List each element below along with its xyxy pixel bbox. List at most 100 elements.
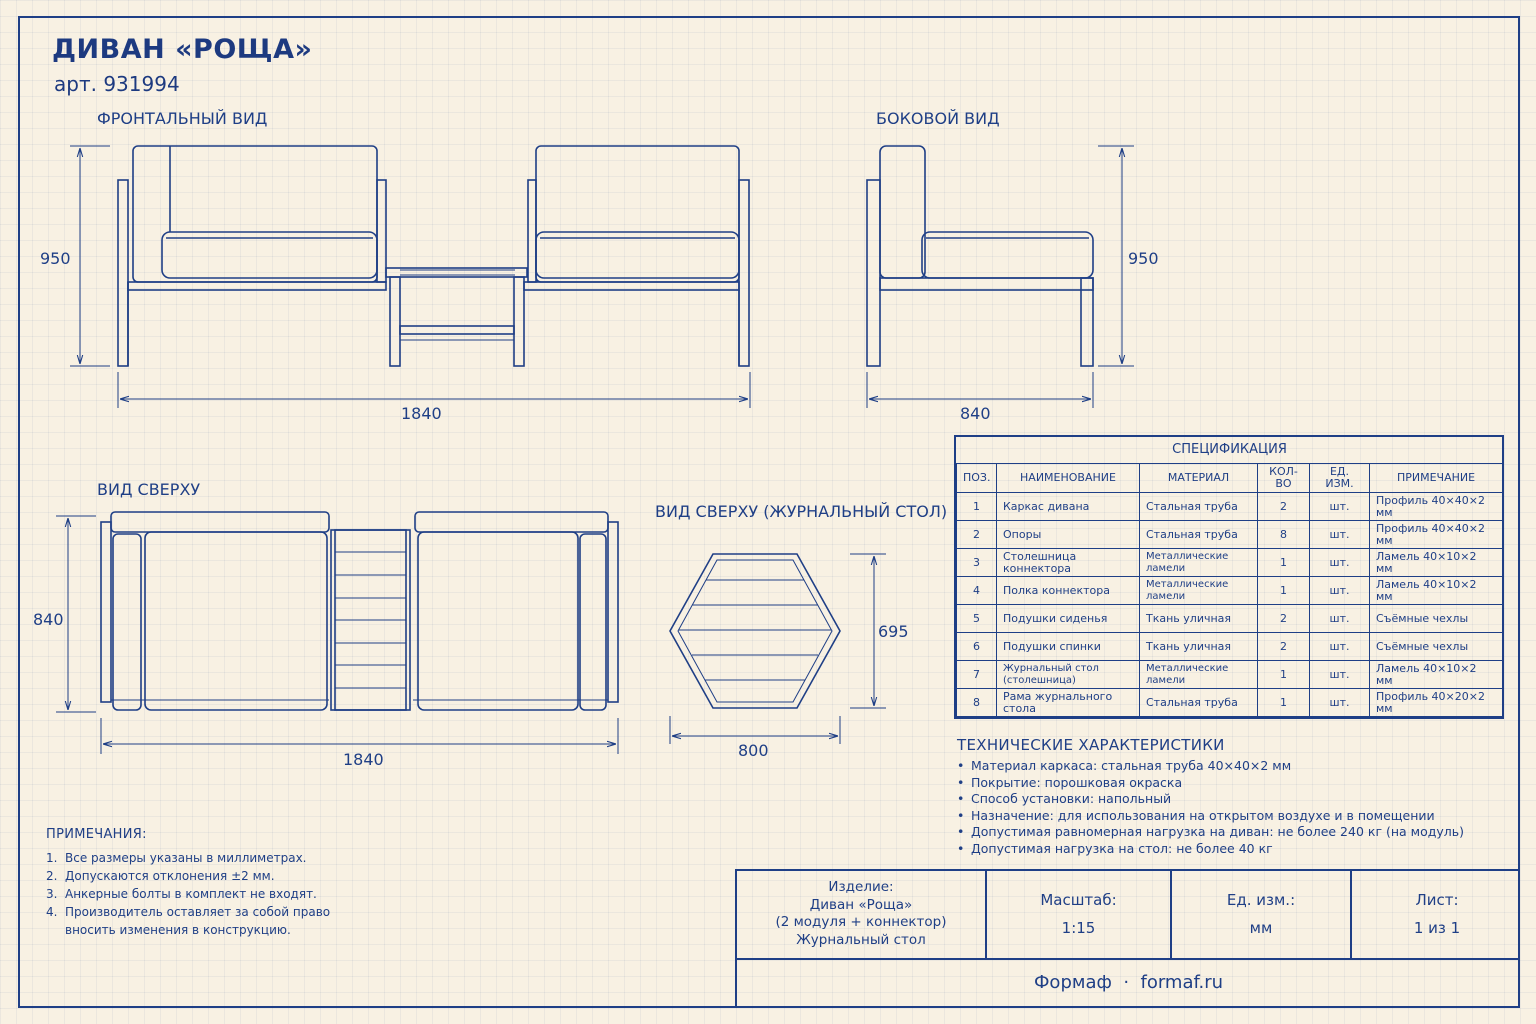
sheet-value: 1 из 1 xyxy=(1413,919,1461,937)
spec-cell: 1 xyxy=(1257,576,1310,605)
tech-item: Назначение: для использования на открыто… xyxy=(957,808,1464,825)
title-block-scale: Масштаб: 1:15 xyxy=(987,871,1172,958)
note-item: 2.Допускаются отклонения ±2 мм. xyxy=(46,867,346,885)
drawing-frame xyxy=(18,16,1520,1008)
tech-item: Материал каркаса: стальная труба 40×40×2… xyxy=(957,758,1464,775)
spec-cell: шт. xyxy=(1309,604,1370,633)
side-view-drawing xyxy=(866,145,1134,408)
spec-cell: Ламель 40×10×2 мм xyxy=(1368,660,1504,689)
spec-cell: Съёмные чехлы xyxy=(1368,632,1504,661)
spec-cell: 2 xyxy=(1257,632,1310,661)
spec-cell: Ткань уличная xyxy=(1139,632,1258,661)
spec-caption: СПЕЦИФИКАЦИЯ xyxy=(956,437,1503,464)
spec-cell: 5 xyxy=(956,604,997,633)
spec-header: ПОЗ. xyxy=(956,463,997,493)
table-top-view-label: ВИД СВЕРХУ (ЖУРНАЛЬНЫЙ СТОЛ) xyxy=(655,502,948,521)
spec-row: 2 Опоры Стальная труба 8 шт. Профиль 40×… xyxy=(956,520,1504,549)
tech-item: Допустимая нагрузка на стол: не более 40… xyxy=(957,841,1464,858)
tech-characteristics-list: Материал каркаса: стальная труба 40×40×2… xyxy=(957,758,1464,857)
table-top-view-drawing xyxy=(669,553,886,744)
spec-header: ЕД. ИЗМ. xyxy=(1309,463,1370,493)
tech-item: Способ установки: напольный xyxy=(957,791,1464,808)
spec-row: 5 Подушки сиденья Ткань уличная 2 шт. Съ… xyxy=(956,604,1504,633)
notes-list: 1. Все размеры указаны в миллиметрах. 2.Д… xyxy=(46,849,346,939)
note-number: 3. xyxy=(46,887,58,901)
spec-cell: Металлические ламели xyxy=(1139,548,1258,577)
spec-cell: шт. xyxy=(1309,520,1370,549)
top-depth-dimension: 840 xyxy=(33,610,64,629)
front-height-dimension: 950 xyxy=(40,249,71,268)
title-block-sheet: Лист: 1 из 1 xyxy=(1352,871,1522,958)
spec-row: 1 Каркас дивана Стальная труба 2 шт. Про… xyxy=(956,492,1504,521)
front-width-dimension: 1840 xyxy=(401,404,442,423)
note-number: 4. xyxy=(46,905,58,919)
note-text: Все размеры указаны в миллиметрах. xyxy=(65,851,307,865)
title-block: Изделие: Диван «Роща» (2 модуля + коннек… xyxy=(735,869,1520,1008)
spec-cell: 1 xyxy=(1257,688,1310,717)
spec-cell: 7 xyxy=(956,660,997,689)
manufacturer-footer: Формаф · formaf.ru xyxy=(737,958,1520,1008)
spec-cell: Стальная труба xyxy=(1139,492,1258,521)
spec-cell: Стальная труба xyxy=(1139,688,1258,717)
spec-cell: Металлические ламели xyxy=(1139,576,1258,605)
spec-cell: Металлические ламели xyxy=(1139,660,1258,689)
article-number: арт. 931994 xyxy=(54,72,180,96)
note-number: 1. xyxy=(46,851,58,865)
top-view-label: ВИД СВЕРХУ xyxy=(97,480,201,499)
spec-cell: шт. xyxy=(1309,492,1370,521)
spec-cell: Каркас дивана xyxy=(996,492,1140,521)
spec-cell: 8 xyxy=(1257,520,1310,549)
side-view-label: БОКОВОЙ ВИД xyxy=(876,109,1000,128)
spec-cell: Подушки спинки xyxy=(996,632,1140,661)
spec-cell: Профиль 40×40×2 мм xyxy=(1368,492,1504,521)
unit-label: Ед. изм.: xyxy=(1226,891,1296,909)
spec-header: МАТЕРИАЛ xyxy=(1139,463,1258,493)
side-depth-dimension: 840 xyxy=(960,404,991,423)
note-item: 3. Анкерные болты в комплект не входят. xyxy=(46,885,346,903)
spec-cell: шт. xyxy=(1309,576,1370,605)
top-view-drawing xyxy=(56,511,619,754)
note-item: 4. Производитель оставляет за собой право… xyxy=(46,903,346,939)
title-block-product: Изделие: Диван «Роща» (2 модуля + коннек… xyxy=(737,871,987,958)
tech-item: Покрытие: порошковая окраска xyxy=(957,775,1464,792)
spec-header-row: ПОЗ. НАИМЕНОВАНИЕ МАТЕРИАЛ КОЛ-ВО ЕД. ИЗ… xyxy=(956,463,1504,493)
spec-cell: Опоры xyxy=(996,520,1140,549)
spec-cell: Профиль 40×40×2 мм xyxy=(1368,520,1504,549)
spec-cell: шт. xyxy=(1309,548,1370,577)
spec-cell: 2 xyxy=(1257,492,1310,521)
spec-cell: Полка коннектора xyxy=(996,576,1140,605)
spec-cell: Съёмные чехлы xyxy=(1368,604,1504,633)
spec-cell: 6 xyxy=(956,632,997,661)
scale-value: 1:15 xyxy=(1061,919,1096,937)
title-block-units: Ед. изм.: мм xyxy=(1172,871,1352,958)
product-label: Изделие: xyxy=(828,879,894,895)
sheet-label: Лист: xyxy=(1415,891,1459,909)
specification-table: СПЕЦИФИКАЦИЯ ПОЗ. НАИМЕНОВАНИЕ МАТЕРИАЛ … xyxy=(954,435,1504,719)
side-height-dimension: 950 xyxy=(1128,249,1159,268)
spec-cell: Ламель 40×10×2 мм xyxy=(1368,548,1504,577)
spec-row: 6 Подушки спинки Ткань уличная 2 шт. Съё… xyxy=(956,632,1504,661)
spec-cell: 2 xyxy=(1257,604,1310,633)
spec-cell: 1 xyxy=(956,492,997,521)
spec-cell: 3 xyxy=(956,548,997,577)
note-number: 2. xyxy=(46,869,58,883)
notes-title: ПРИМЕЧАНИЯ: xyxy=(46,827,147,842)
spec-cell: шт. xyxy=(1309,632,1370,661)
drawing-title: ДИВАН «РОЩА» xyxy=(52,34,313,65)
spec-header: НАИМЕНОВАНИЕ xyxy=(996,463,1140,493)
spec-cell: Ткань уличная xyxy=(1139,604,1258,633)
spec-cell: Столешница коннектора xyxy=(996,548,1140,577)
note-text: Производитель оставляет за собой право в… xyxy=(65,905,331,937)
note-text: Анкерные болты в комплект не входят. xyxy=(65,887,317,901)
spec-cell: 4 xyxy=(956,576,997,605)
table-depth-dimension: 695 xyxy=(878,622,909,641)
spec-cell: шт. xyxy=(1309,660,1370,689)
table-width-dimension: 800 xyxy=(738,741,769,760)
tech-item: Допустимая равномерная нагрузка на диван… xyxy=(957,824,1464,841)
product-line: (2 модуля + коннектор) xyxy=(775,914,947,930)
spec-cell: Журнальный стол (столешница) xyxy=(996,660,1140,689)
product-line: Журнальный стол xyxy=(796,931,926,948)
spec-cell: 8 xyxy=(956,688,997,717)
spec-header: ПРИМЕЧАНИЕ xyxy=(1368,463,1504,493)
